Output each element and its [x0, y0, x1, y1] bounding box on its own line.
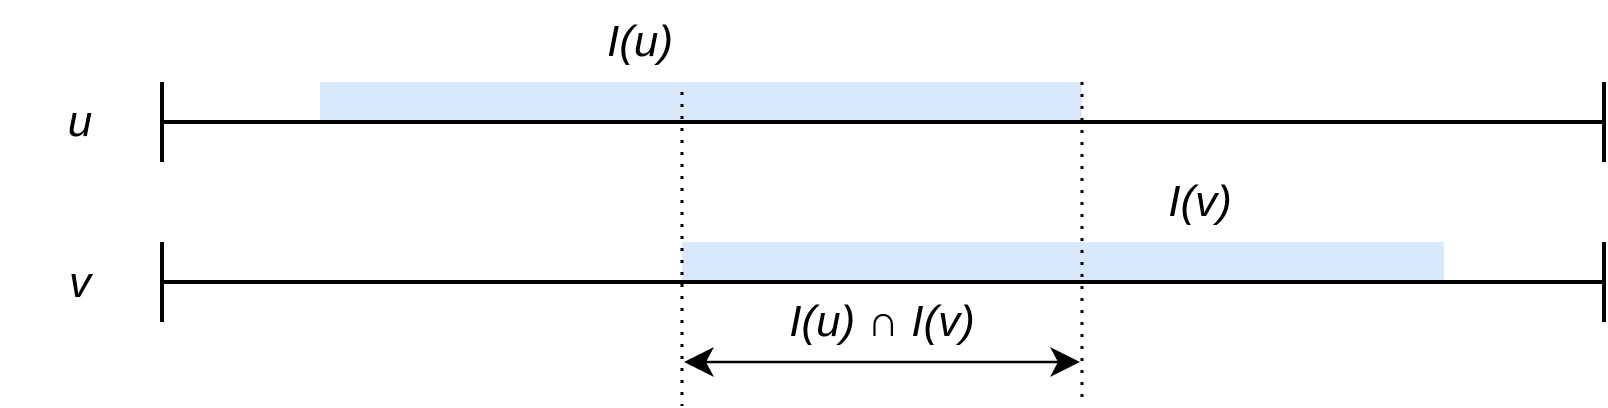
- intersection-arrow-right-head: [1050, 347, 1080, 377]
- intersection-label: I(u) ∩ I(v): [789, 297, 975, 346]
- interval-v-label: I(v): [1168, 177, 1232, 226]
- interval-u-label: I(u): [607, 17, 673, 66]
- interval-u-bar: [320, 82, 1082, 122]
- interval-v-bar: [682, 242, 1444, 282]
- row-label-v: v: [69, 258, 94, 307]
- intersection-arrow-left-head: [684, 347, 714, 377]
- row-label-u: u: [68, 97, 92, 146]
